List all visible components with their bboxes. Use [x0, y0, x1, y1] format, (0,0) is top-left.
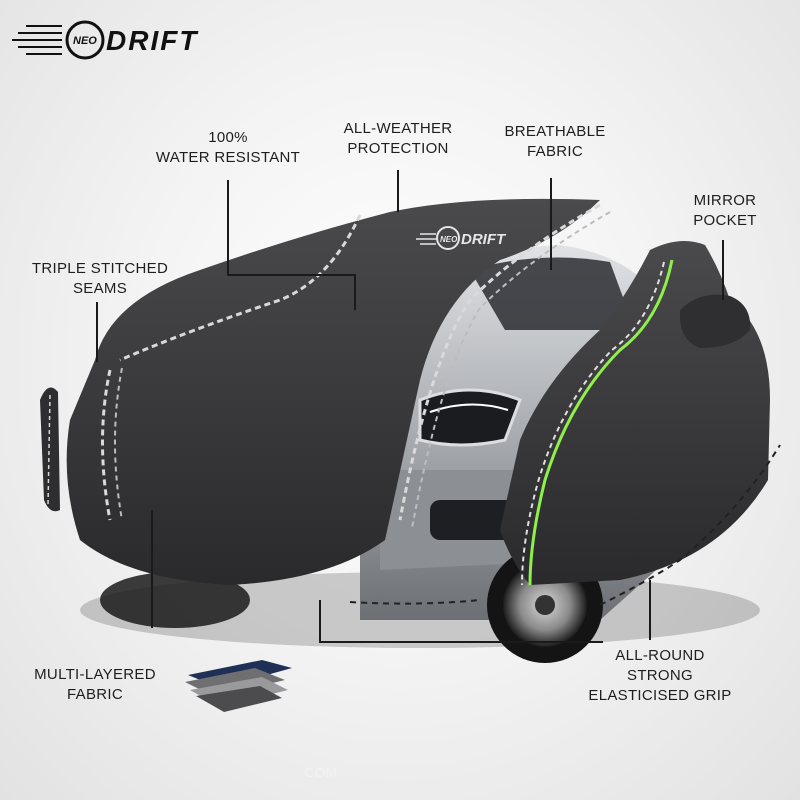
cover-logo: NEO DRIFT [416, 226, 507, 250]
label-breathable-line1: BREATHABLE [504, 123, 606, 140]
speed-lines-icon [12, 25, 62, 55]
leader-lines [96, 170, 724, 643]
leader-water-resistant [227, 180, 356, 310]
cover-side-panel [500, 241, 770, 586]
headlight [418, 388, 522, 447]
green-piping [528, 259, 674, 586]
label-mirror-pocket-line2: POCKET [693, 212, 757, 229]
label-mirror-pocket-line1: MIRROR [693, 192, 757, 209]
watermark: .COM [300, 765, 338, 780]
label-multi-layered-line1: MULTI-LAYERED [34, 666, 156, 683]
cover-logo-drift: DRIFT [461, 231, 507, 248]
elastic-outline [599, 444, 781, 606]
label-triple-stitched: TRIPLE STITCHED SEAMS [10, 259, 190, 299]
label-all-weather-line2: PROTECTION [347, 140, 449, 157]
label-water-resistant-line1: 100% [208, 129, 248, 146]
label-water-resistant: 100% WATER RESISTANT [118, 128, 338, 168]
label-elastic-grip-line2: STRONG [627, 667, 693, 684]
label-breathable-line2: FABRIC [527, 143, 583, 160]
leader-elastic-1 [319, 600, 603, 643]
cover-front-panel [66, 198, 600, 585]
label-multi-layered-line2: FABRIC [67, 686, 123, 703]
label-water-resistant-line2: WATER RESISTANT [155, 149, 301, 166]
car-cover: NEO DRIFT [66, 198, 611, 585]
brand-logo: NEO DRIFT [12, 20, 199, 60]
label-all-weather-line1: ALL-WEATHER [343, 120, 453, 137]
label-elastic-grip: ALL-ROUND STRONG ELASTICISED GRIP [565, 646, 755, 706]
label-all-weather: ALL-WEATHER PROTECTION [300, 119, 496, 159]
label-elastic-grip-line1: ALL-ROUND [615, 647, 705, 664]
label-multi-layered: MULTI-LAYERED FABRIC [15, 665, 175, 705]
label-triple-stitched-line2: SEAMS [72, 280, 127, 297]
label-triple-stitched-line1: TRIPLE STITCHED [31, 260, 169, 277]
mirror-pocket [679, 294, 751, 348]
fabric-layers-icon [185, 660, 292, 712]
brand-logo-drift: DRIFT [106, 25, 199, 56]
label-mirror-pocket: MIRROR POCKET [665, 191, 785, 231]
label-breathable: BREATHABLE FABRIC [480, 122, 630, 162]
label-elastic-grip-line3: ELASTICISED GRIP [588, 687, 732, 704]
cover-left-flap [40, 387, 60, 512]
cover-logo-neo: NEO [440, 235, 458, 244]
brand-logo-neo: NEO [73, 35, 97, 47]
